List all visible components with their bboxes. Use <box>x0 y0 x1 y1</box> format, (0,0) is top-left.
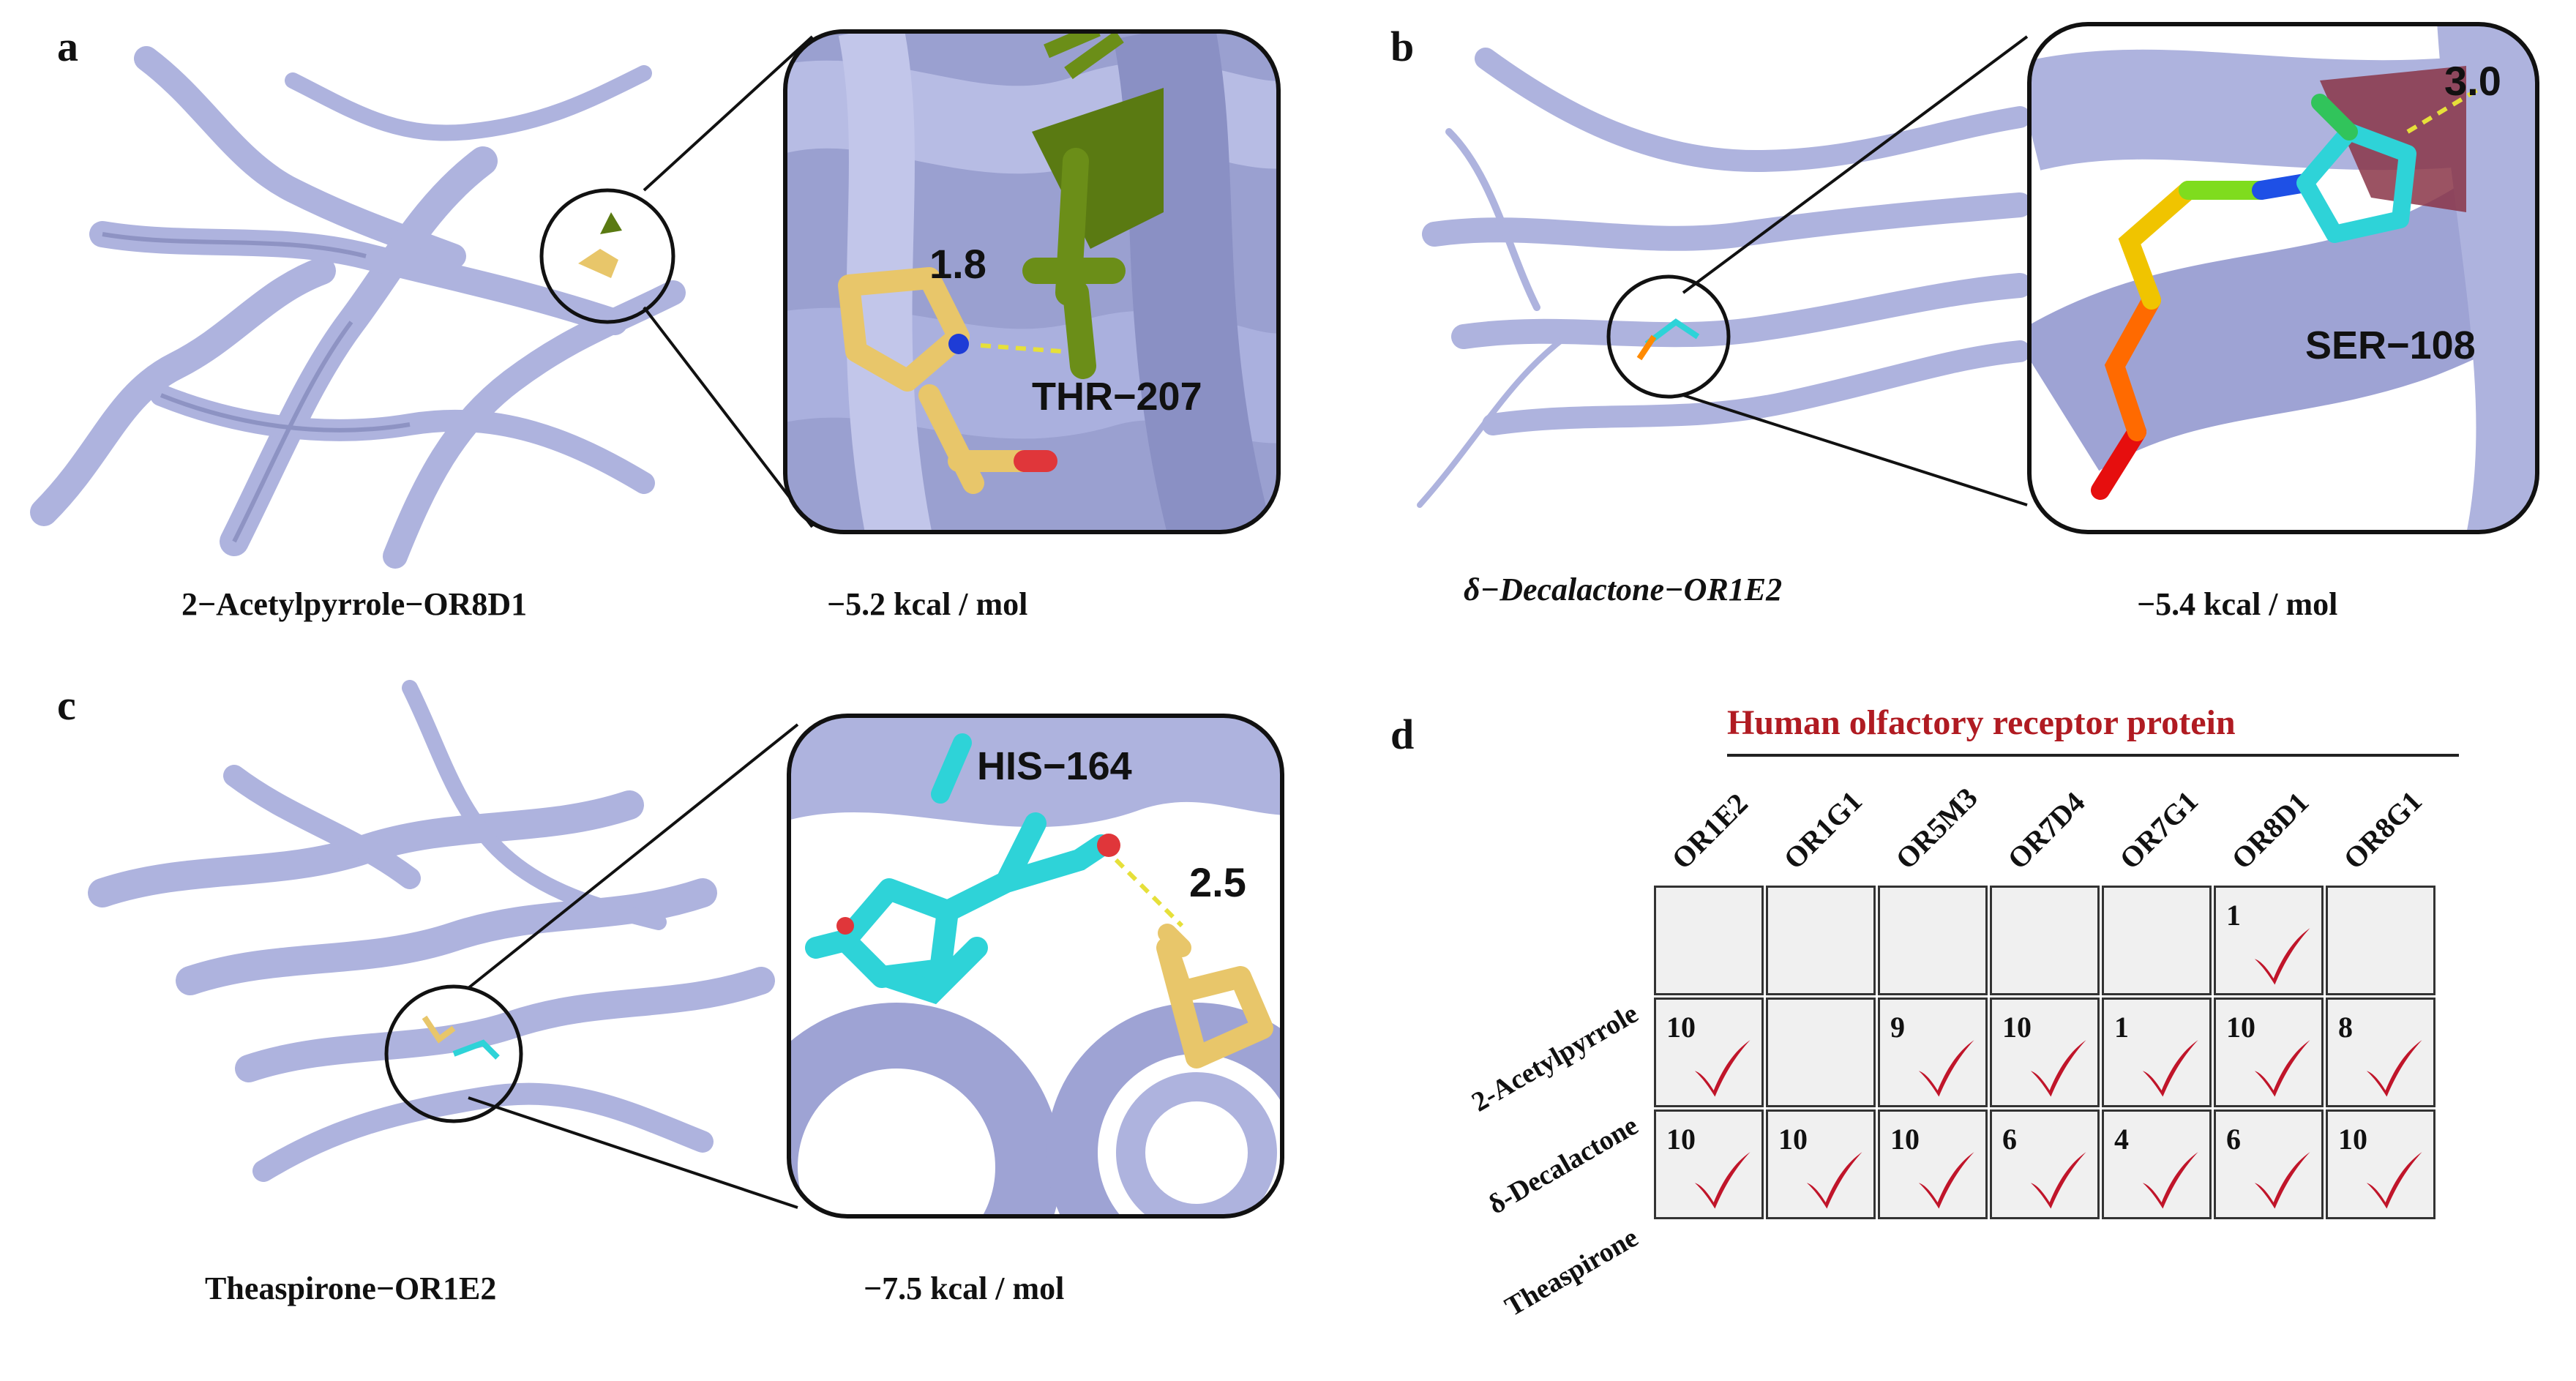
check-mark-icon <box>2254 928 2310 985</box>
check-mark-icon <box>1918 1040 1974 1097</box>
check-mark-icon <box>2030 1152 2086 1209</box>
column-header: OR7D4 <box>2001 785 2092 876</box>
distance-label-a: 1.8 <box>929 241 986 287</box>
check-mark-icon <box>2254 1152 2310 1209</box>
check-mark-icon <box>2030 1040 2086 1097</box>
panel-label-d: d <box>1390 711 1415 758</box>
table-cell <box>1990 886 2100 995</box>
binding-energy-c: −7.5 kcal / mol <box>864 1270 1065 1306</box>
column-header: OR1E2 <box>1665 786 1754 876</box>
table-cell <box>2326 886 2435 995</box>
table-cell: 10 <box>1766 1109 1876 1219</box>
panel-c: c <box>0 644 1288 1334</box>
check-mark-icon <box>1806 1152 1862 1209</box>
cell-count: 10 <box>2226 1011 2255 1044</box>
residue-label-c: HIS−164 <box>977 744 1132 788</box>
cell-count: 10 <box>1666 1011 1696 1044</box>
panel-label-a: a <box>57 23 78 70</box>
table-cell <box>1654 886 1764 995</box>
column-header: OR1G1 <box>1777 784 1869 876</box>
table-cell: 1 <box>2214 886 2324 995</box>
column-header: OR5M3 <box>1889 781 1984 876</box>
panel-b: b <box>1376 0 2576 644</box>
table-cell <box>1766 886 1876 995</box>
protein-structure-b <box>1417 48 2032 508</box>
table-title-rule <box>1727 754 2459 757</box>
table-cell <box>1766 998 1876 1107</box>
binding-energy-a: −5.2 kcal / mol <box>827 586 1028 622</box>
cell-count: 4 <box>2114 1123 2129 1156</box>
table-cell: 10 <box>2214 998 2324 1107</box>
protein-structure-a <box>30 46 686 569</box>
check-mark-icon <box>1694 1040 1751 1097</box>
column-header: OR8G1 <box>2337 784 2429 876</box>
panel-a: a <box>0 0 1288 644</box>
check-mark-icon <box>2366 1040 2422 1097</box>
panel-label-c: c <box>57 681 76 729</box>
check-mark-icon <box>2142 1040 2198 1097</box>
table-cell: 10 <box>1878 1109 1988 1219</box>
table-cell: 10 <box>1654 1109 1764 1219</box>
table-cell: 10 <box>1990 998 2100 1107</box>
table-cell: 4 <box>2102 1109 2212 1219</box>
cell-count: 6 <box>2226 1123 2241 1156</box>
table-cell: 10 <box>1654 998 1764 1107</box>
table-cell: 9 <box>1878 998 1988 1107</box>
inset-c: HIS−164 2.5 <box>787 714 1284 1219</box>
table-cell <box>1878 886 1988 995</box>
inset-b: 3.0 SER−108 <box>2027 22 2539 534</box>
check-mark-icon <box>2254 1040 2310 1097</box>
panel-label-b: b <box>1390 23 1415 70</box>
table-cell: 6 <box>1990 1109 2100 1219</box>
column-header: OR8D1 <box>2225 785 2315 876</box>
column-header: OR7G1 <box>2113 784 2205 876</box>
binding-energy-b: −5.4 kcal / mol <box>2137 586 2338 622</box>
protein-structure-c <box>88 680 775 1182</box>
ligand-receptor-label-c: Theaspirone−OR1E2 <box>205 1270 497 1306</box>
inset-a: 1.8 THR−207 <box>783 29 1281 534</box>
table-cell: 10 <box>2326 1109 2435 1219</box>
panel-d: d Human olfactory receptor protein OR1E2… <box>1376 644 2576 1334</box>
cell-count: 6 <box>2002 1123 2017 1156</box>
table-title: Human olfactory receptor protein <box>1727 703 2236 742</box>
check-mark-icon <box>1918 1152 1974 1209</box>
cell-count: 1 <box>2114 1011 2129 1044</box>
ligand-receptor-label-a: 2−Acetylpyrrole−OR8D1 <box>181 586 528 622</box>
cell-count: 9 <box>1890 1011 1905 1044</box>
cell-count: 1 <box>2226 899 2241 932</box>
distance-label-b: 3.0 <box>2444 58 2501 104</box>
residue-label-a: THR−207 <box>1032 375 1202 419</box>
cell-count: 10 <box>1666 1123 1696 1156</box>
cell-count: 8 <box>2338 1011 2353 1044</box>
residue-label-b: SER−108 <box>2305 323 2476 367</box>
check-mark-icon <box>2366 1152 2422 1209</box>
cell-count: 10 <box>2002 1011 2032 1044</box>
check-mark-icon <box>1694 1152 1751 1209</box>
ligand-receptor-label-b: δ−Decalactone−OR1E2 <box>1464 572 1783 607</box>
table-cell: 6 <box>2214 1109 2324 1219</box>
distance-label-c: 2.5 <box>1189 859 1246 905</box>
check-mark-icon <box>2142 1152 2198 1209</box>
cell-count: 10 <box>1890 1123 1920 1156</box>
table-cell <box>2102 886 2212 995</box>
table-cell: 8 <box>2326 998 2435 1107</box>
cell-count: 10 <box>2338 1123 2367 1156</box>
table-cell: 1 <box>2102 998 2212 1107</box>
cell-count: 10 <box>1778 1123 1808 1156</box>
